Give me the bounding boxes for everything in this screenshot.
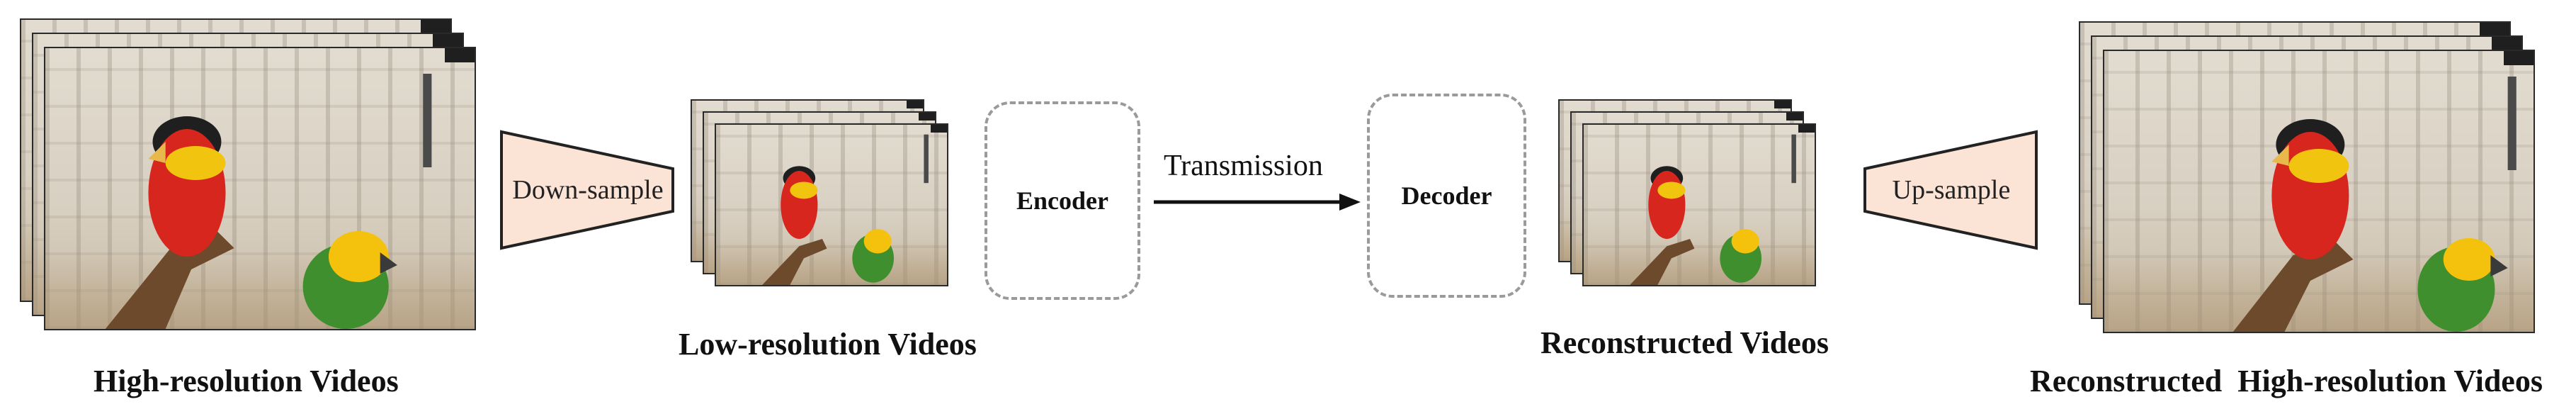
parrot-scene <box>2232 77 2517 332</box>
transmission-label: Transmission <box>1164 150 1323 182</box>
upsample-block <box>1863 130 2038 250</box>
downsample-block <box>500 130 674 250</box>
rhr-frame-front <box>2103 50 2535 333</box>
downsample-label: Down-sample <box>512 175 664 205</box>
decoder-label: Decoder <box>1401 181 1492 210</box>
decoder-box: Decoder <box>1367 94 1526 298</box>
parrot-scene <box>105 74 432 329</box>
encoder-label: Encoder <box>1016 186 1108 215</box>
reconstructed-hr-video-stack <box>2079 21 2539 340</box>
lr-frame-front <box>715 123 948 286</box>
lr-videos-caption: Low-resolution Videos <box>679 327 977 362</box>
encoder-box: Encoder <box>985 101 1140 300</box>
hr-videos-caption: High-resolution Videos <box>93 364 399 398</box>
rec-frame-front <box>1582 123 1816 286</box>
upsample-label: Up-sample <box>1892 175 2011 205</box>
reconstructed-videos-caption: Reconstructed Videos <box>1541 325 1829 360</box>
parrot-scene <box>1630 134 1796 285</box>
parrot-scene <box>762 134 929 285</box>
reconstructed-hr-videos-caption: Reconstructed High-resolution Videos <box>2030 364 2543 398</box>
lr-video-stack <box>691 99 960 298</box>
hr-video-stack <box>20 18 480 337</box>
reconstructed-video-stack <box>1558 99 1827 298</box>
arrow-icon <box>1154 194 1361 211</box>
hr-frame-front <box>44 47 476 330</box>
